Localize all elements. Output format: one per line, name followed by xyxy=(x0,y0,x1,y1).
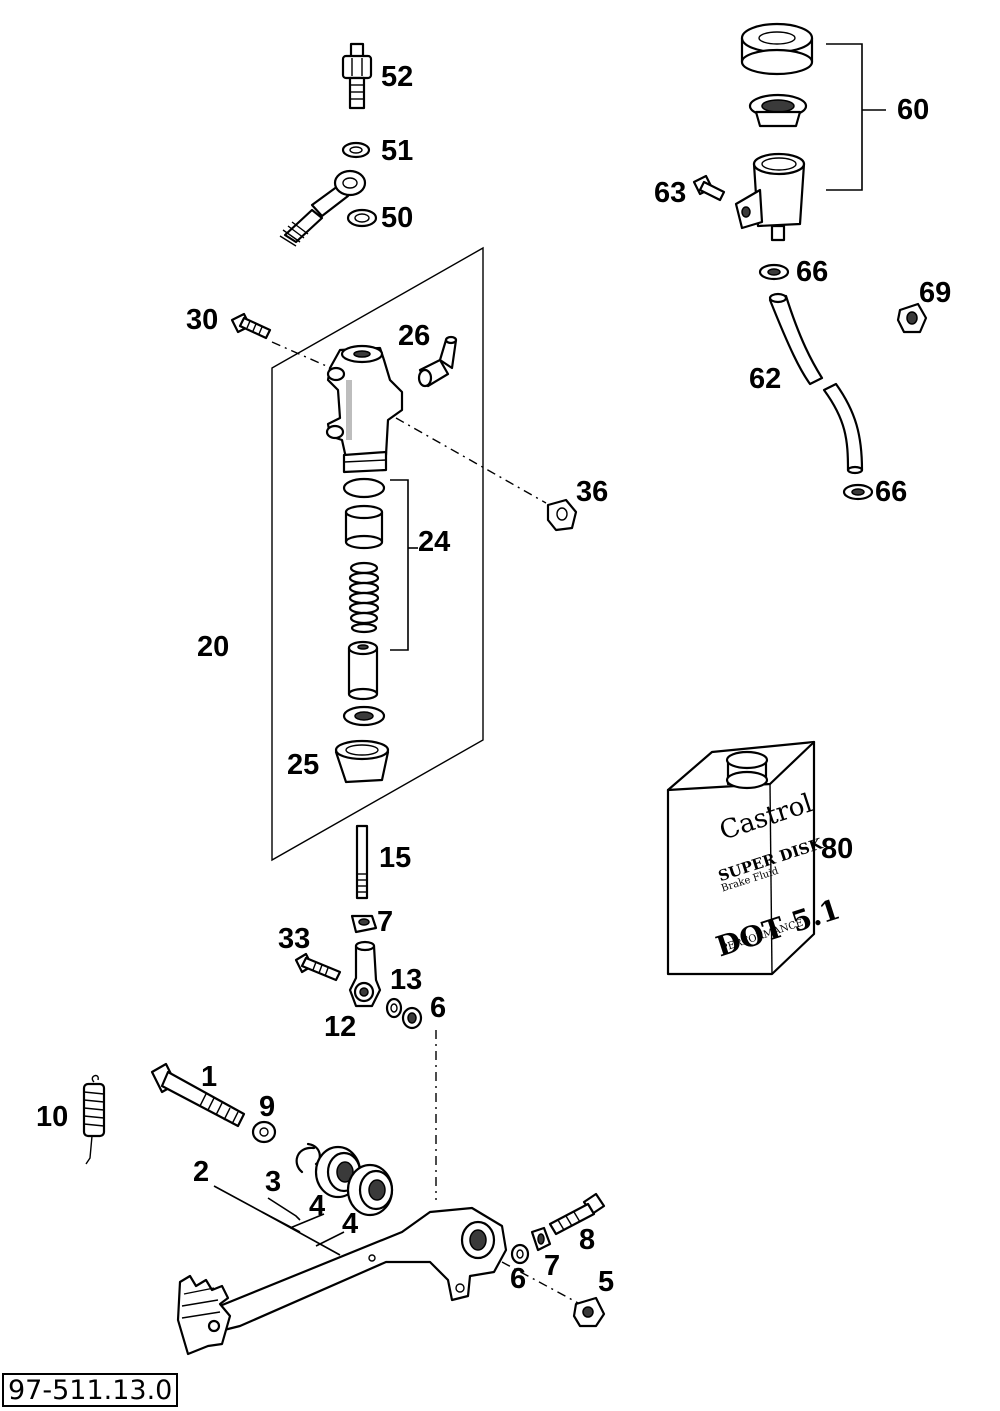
part-7-nut-lower xyxy=(530,1226,552,1252)
o-ring xyxy=(342,477,386,499)
part-69-grommet xyxy=(896,302,928,334)
return-spring xyxy=(348,561,380,634)
part-10-spring xyxy=(82,1074,106,1165)
part-80-brake-fluid-can xyxy=(666,740,816,976)
callout-80: 80 xyxy=(821,833,854,865)
part-36-clip xyxy=(546,498,578,532)
callout-20: 20 xyxy=(197,631,230,663)
part-2-brake-pedal xyxy=(176,1206,508,1356)
part-8-bolt xyxy=(548,1192,606,1236)
callout-66-upper: 66 xyxy=(796,256,829,288)
part-4-bearing-b xyxy=(346,1163,394,1217)
callout-52: 52 xyxy=(381,61,414,93)
callout-10: 10 xyxy=(36,1101,69,1133)
part-20-group-outline xyxy=(271,246,484,862)
callout-2: 2 xyxy=(193,1156,210,1188)
callout-25: 25 xyxy=(287,749,320,781)
callout-6-upper: 6 xyxy=(430,992,447,1024)
part-62-hose xyxy=(768,292,864,475)
part-51-washer xyxy=(341,141,371,159)
part-33-bolt xyxy=(294,952,342,982)
callout-26: 26 xyxy=(398,320,431,352)
callout-4-upper: 4 xyxy=(309,1190,326,1222)
part-15-push-rod xyxy=(355,824,369,900)
callout-24: 24 xyxy=(418,526,451,558)
hose-clamp-upper xyxy=(758,263,790,281)
callout-7-upper: 7 xyxy=(377,906,394,938)
callout-4-lower: 4 xyxy=(342,1208,359,1240)
callout-12: 12 xyxy=(324,1011,357,1043)
callout-5: 5 xyxy=(598,1266,615,1298)
callout-33: 33 xyxy=(278,923,311,955)
master-cylinder-body xyxy=(325,344,404,474)
reservoir-cap xyxy=(740,22,814,76)
part-5-nut xyxy=(572,1296,606,1328)
callout-9: 9 xyxy=(259,1091,276,1123)
part-6-washer-lower xyxy=(510,1243,530,1265)
hose-clamp-lower xyxy=(842,483,874,501)
part-25-dust-boot xyxy=(334,739,390,784)
snap-ring xyxy=(342,705,386,727)
part-9-washer xyxy=(251,1120,277,1144)
callout-8: 8 xyxy=(579,1224,596,1256)
part-52-switch-bolt xyxy=(341,42,373,110)
callout-15: 15 xyxy=(379,842,412,874)
callout-36: 36 xyxy=(576,476,609,508)
part-30-bolt xyxy=(230,312,272,340)
callout-6-lower: 6 xyxy=(510,1263,527,1295)
part-63-bolt xyxy=(692,174,726,202)
part-12-clevis xyxy=(348,940,382,1008)
part-50-washer xyxy=(346,208,378,228)
part-6-nut-upper xyxy=(401,1006,423,1030)
piston-sleeve xyxy=(344,504,384,550)
part-13-washer xyxy=(385,997,403,1019)
callout-62: 62 xyxy=(749,363,782,395)
reservoir-diaphragm xyxy=(748,93,808,128)
callout-60: 60 xyxy=(897,94,930,126)
callout-7-lower: 7 xyxy=(544,1250,561,1282)
brake-fluid-reservoir xyxy=(734,152,806,242)
callout-63: 63 xyxy=(654,177,687,209)
part-26-elbow-fitting xyxy=(417,335,458,388)
callout-50: 50 xyxy=(381,202,414,234)
callout-30: 30 xyxy=(186,304,219,336)
part-1-pivot-bolt xyxy=(150,1062,246,1128)
callout-13: 13 xyxy=(390,964,423,996)
part-7-nut-upper xyxy=(350,914,378,934)
document-code-label: 97-511.13.0 xyxy=(2,1373,179,1407)
banjo-hose-fitting xyxy=(279,169,367,247)
callout-66-lower: 66 xyxy=(875,476,908,508)
callout-51: 51 xyxy=(381,135,414,167)
callout-3: 3 xyxy=(265,1166,282,1198)
piston xyxy=(347,640,379,701)
callout-1: 1 xyxy=(201,1061,218,1093)
callout-69: 69 xyxy=(919,277,952,309)
